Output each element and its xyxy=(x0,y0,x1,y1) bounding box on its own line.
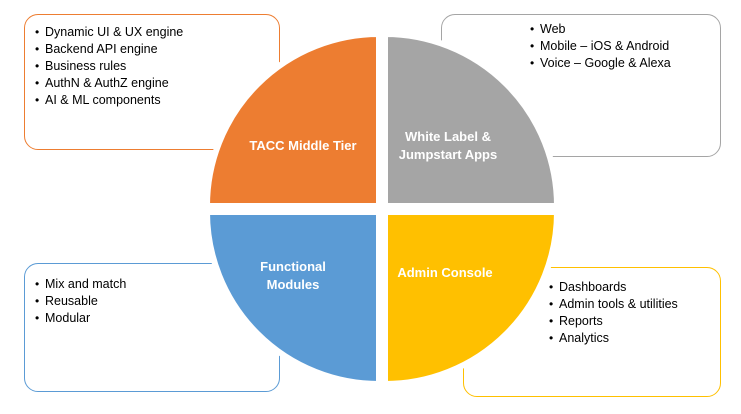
white-label-apps-label: White Label & Jumpstart Apps xyxy=(388,128,508,164)
list-item: Admin tools & utilities xyxy=(549,296,678,313)
list-item: Backend API engine xyxy=(35,41,183,58)
list-item: Web xyxy=(530,21,671,38)
list-item: Mobile – iOS & Android xyxy=(530,38,671,55)
admin-console-label: Admin Console xyxy=(397,265,493,280)
middle-tier-label: TACC Middle Tier xyxy=(249,138,357,153)
admin-console-list: Dashboards Admin tools & utilities Repor… xyxy=(549,279,678,347)
functional-modules-line-2: Modules xyxy=(266,277,320,292)
list-item: Business rules xyxy=(35,58,183,75)
functional-modules-label: Functional Modules xyxy=(228,258,358,294)
list-item: AuthN & AuthZ engine xyxy=(35,75,183,92)
quadrant-functional-modules xyxy=(203,209,382,388)
white-label-line-2: Jumpstart Apps xyxy=(398,147,498,162)
list-item: Dynamic UI & UX engine xyxy=(35,24,183,41)
quadrant-white-label xyxy=(382,30,561,209)
white-label-list: Web Mobile – iOS & Android Voice – Googl… xyxy=(530,21,671,72)
quadrant-middle-tier xyxy=(203,30,382,209)
middle-tier-list: Dynamic UI & UX engine Backend API engin… xyxy=(35,24,183,109)
quadrant-admin-console xyxy=(382,209,561,388)
list-item: Dashboards xyxy=(549,279,678,296)
list-item: AI & ML components xyxy=(35,92,183,109)
white-label-line-1: White Label & xyxy=(405,129,491,144)
functional-modules-line-1: Functional xyxy=(260,259,326,274)
list-item: Voice – Google & Alexa xyxy=(530,55,671,72)
list-item: Analytics xyxy=(549,330,678,347)
callout-middle-tier: Dynamic UI & UX engine Backend API engin… xyxy=(24,14,280,150)
list-item: Modular xyxy=(35,310,126,327)
functional-modules-list: Mix and match Reusable Modular xyxy=(35,276,126,327)
list-item: Reusable xyxy=(35,293,126,310)
list-item: Mix and match xyxy=(35,276,126,293)
list-item: Reports xyxy=(549,313,678,330)
